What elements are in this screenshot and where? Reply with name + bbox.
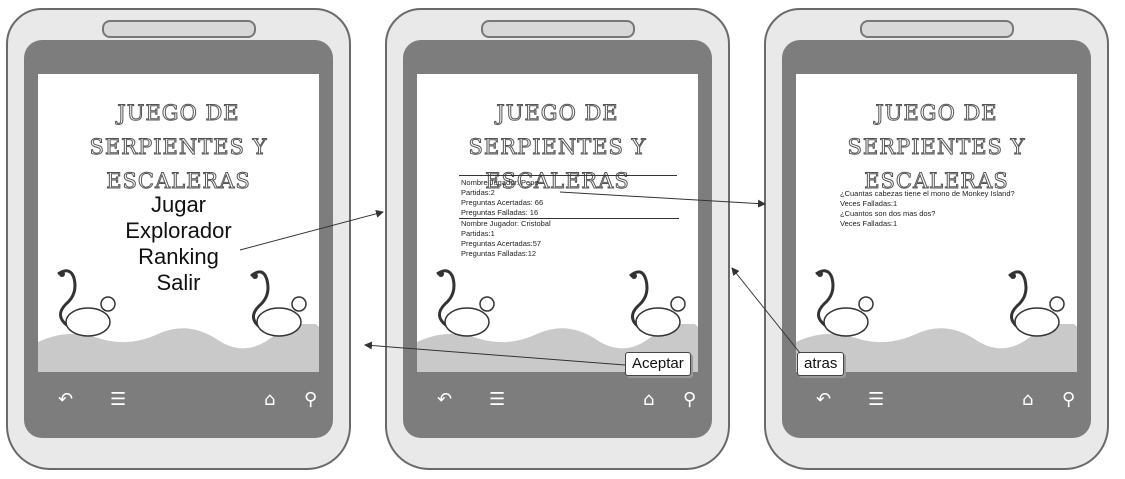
menu-icon[interactable]: ☰ (489, 390, 505, 410)
game-title: JUEGO DE SERPIENTES Y ESCALERAS (38, 96, 319, 198)
snake-illustration (427, 264, 499, 342)
snake-illustration (48, 264, 120, 342)
home-icon[interactable]: ⌂ (1022, 390, 1033, 410)
screen-bezel: JUEGO DE SERPIENTES Y ESCALERAS Nombre J… (403, 40, 712, 438)
ranking-list: Nombre Jugador: Pepe Partidas:2 Pregunta… (461, 178, 679, 259)
home-icon[interactable]: ⌂ (264, 390, 275, 410)
search-icon[interactable]: ⚲ (1062, 390, 1075, 410)
player-games: Partidas:1 (461, 229, 679, 239)
phone-explorer: JUEGO DE SERPIENTES Y ESCALERAS ¿Cuantas… (764, 8, 1109, 470)
question-text: ¿Cuantas cabezas tiene el mono de Monkey… (840, 189, 1015, 199)
accept-button[interactable]: Aceptar (625, 352, 691, 376)
player-correct: Preguntas Acertadas:57 (461, 239, 679, 249)
question-fail-count: Veces Falladas:1 (840, 199, 1015, 209)
speaker-grille (860, 20, 1014, 38)
screen-bezel: JUEGO DE SERPIENTES Y ESCALERAS ¿Cuantas… (782, 40, 1091, 438)
home-icon[interactable]: ⌂ (643, 390, 654, 410)
back-icon[interactable]: ↶ (816, 390, 831, 410)
screen: JUEGO DE SERPIENTES Y ESCALERAS Nombre J… (417, 74, 698, 372)
nav-bar: ↶ ☰ ⌂ ⚲ (417, 380, 698, 424)
screen-bezel: JUEGO DE SERPIENTES Y ESCALERAS Jugar Ex… (24, 40, 333, 438)
divider (459, 175, 677, 176)
player-failed: Preguntas Falladas: 16 (461, 208, 679, 218)
speaker-grille (102, 20, 256, 38)
menu-icon[interactable]: ☰ (868, 390, 884, 410)
player-games: Partidas:2 (461, 188, 679, 198)
snake-illustration (616, 264, 688, 342)
player-name: Nombre Jugador: Cristobal (459, 218, 679, 229)
search-icon[interactable]: ⚲ (683, 390, 696, 410)
snake-illustration (806, 264, 878, 342)
screen: JUEGO DE SERPIENTES Y ESCALERAS Jugar Ex… (38, 74, 319, 372)
menu-item-explorador[interactable]: Explorador (38, 218, 319, 244)
question-fail-count: Veces Falladas:1 (840, 219, 1015, 229)
back-icon[interactable]: ↶ (58, 390, 73, 410)
question-text: ¿Cuantos son dos mas dos? (840, 209, 1015, 219)
snake-illustration (237, 264, 309, 342)
nav-bar: ↶ ☰ ⌂ ⚲ (796, 380, 1077, 424)
back-button[interactable]: atras (797, 352, 844, 376)
menu-item-jugar[interactable]: Jugar (38, 192, 319, 218)
question-list: ¿Cuantas cabezas tiene el mono de Monkey… (840, 189, 1015, 229)
player-name: Nombre Jugador: Pepe (461, 178, 679, 188)
screen: JUEGO DE SERPIENTES Y ESCALERAS ¿Cuantas… (796, 74, 1077, 372)
player-failed: Preguntas Falladas:12 (461, 249, 679, 259)
nav-bar: ↶ ☰ ⌂ ⚲ (38, 380, 319, 424)
phone-main-menu: JUEGO DE SERPIENTES Y ESCALERAS Jugar Ex… (6, 8, 351, 470)
speaker-grille (481, 20, 635, 38)
menu-icon[interactable]: ☰ (110, 390, 126, 410)
search-icon[interactable]: ⚲ (304, 390, 317, 410)
snake-illustration (995, 264, 1067, 342)
phone-ranking: JUEGO DE SERPIENTES Y ESCALERAS Nombre J… (385, 8, 730, 470)
game-title: JUEGO DE SERPIENTES Y ESCALERAS (796, 96, 1077, 198)
player-correct: Preguntas Acertadas: 66 (461, 198, 679, 208)
back-icon[interactable]: ↶ (437, 390, 452, 410)
